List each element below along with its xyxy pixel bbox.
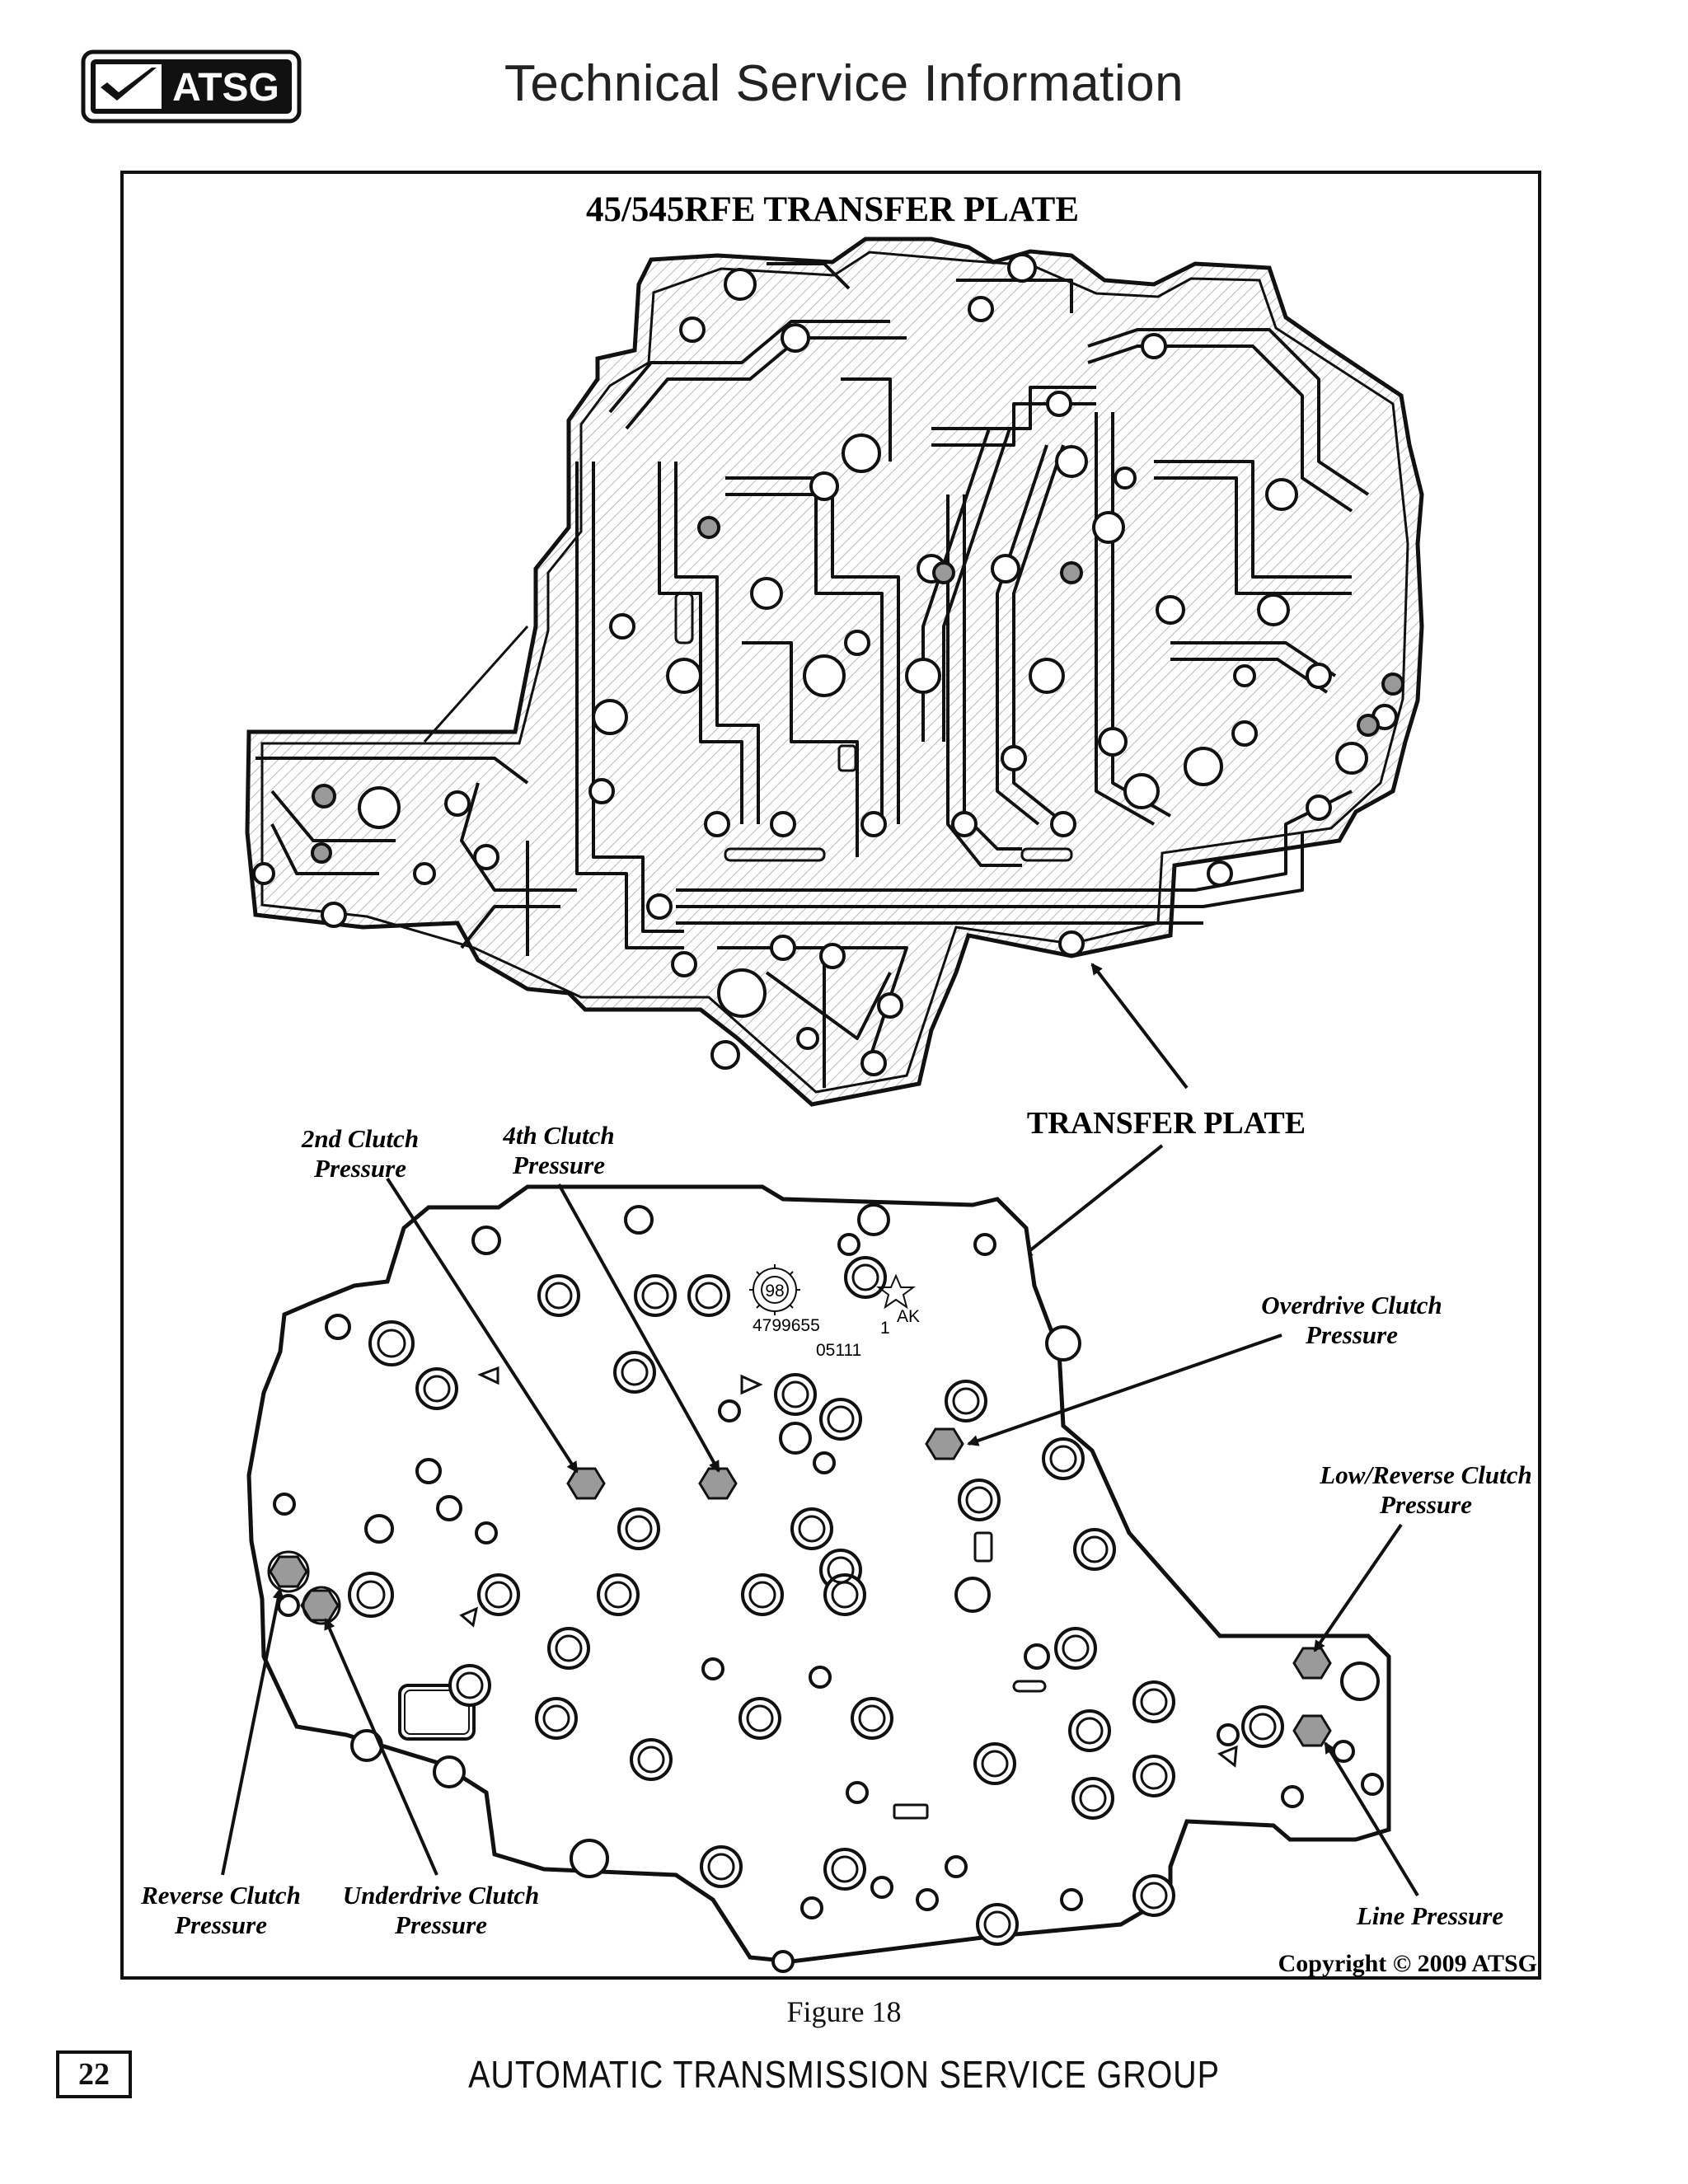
footer-text: AUTOMATIC TRANSMISSION SERVICE GROUP bbox=[468, 2053, 1220, 2096]
tap-2nd-clutch bbox=[566, 1467, 606, 1500]
date-code: 05111 bbox=[816, 1341, 861, 1360]
check-swoosh-icon bbox=[101, 68, 157, 101]
label-low-reverse-clutch-line2: Pressure bbox=[1379, 1490, 1472, 1519]
figure-frame bbox=[120, 171, 1541, 1980]
label-overdrive-clutch-line1: Overdrive Clutch bbox=[1261, 1291, 1442, 1319]
transfer-plate-arrow-top bbox=[1090, 963, 1189, 1090]
seal-number: 98 bbox=[765, 1282, 784, 1301]
pentastar-icon bbox=[876, 1273, 916, 1310]
transfer-plate-top-view bbox=[245, 237, 1424, 1107]
transfer-plate-label: TRANSFER PLATE bbox=[1027, 1106, 1306, 1141]
logo-text: ATSG bbox=[172, 66, 279, 110]
casting-stamp: 98 4799655 05111 1 AK bbox=[749, 1264, 920, 1360]
label-2nd-clutch-line2: Pressure bbox=[313, 1154, 406, 1183]
page-title: Technical Service Information bbox=[504, 55, 1184, 112]
atsg-logo: ATSG bbox=[81, 49, 302, 124]
label-underdrive-clutch-line1: Underdrive Clutch bbox=[343, 1881, 540, 1910]
label-2nd-clutch-line1: 2nd Clutch bbox=[301, 1124, 419, 1153]
figure-title: 45/545RFE TRANSFER PLATE bbox=[586, 190, 1079, 229]
transfer-plate-bottom-view: 98 4799655 05111 1 AK bbox=[246, 1184, 1391, 1973]
tap-4th-clutch bbox=[698, 1467, 738, 1500]
label-4th-clutch-line1: 4th Clutch bbox=[502, 1121, 614, 1150]
tap-line-pressure bbox=[1292, 1714, 1332, 1747]
stamp-mark-sup: AK bbox=[897, 1307, 920, 1326]
figure-caption: Figure 18 bbox=[786, 1995, 902, 2028]
tap-low-reverse-clutch bbox=[1292, 1647, 1332, 1680]
label-reverse-clutch-line2: Pressure bbox=[174, 1910, 267, 1939]
page-number: 22 bbox=[56, 2050, 132, 2098]
label-line-pressure: Line Pressure bbox=[1356, 1901, 1503, 1930]
label-low-reverse-clutch-line1: Low/Reverse Clutch bbox=[1319, 1460, 1531, 1489]
label-underdrive-clutch-line2: Pressure bbox=[394, 1910, 487, 1939]
tap-reverse-clutch bbox=[269, 1555, 308, 1588]
ports-bottom bbox=[273, 1203, 1384, 1973]
label-4th-clutch-line2: Pressure bbox=[512, 1151, 605, 1179]
tap-overdrive-clutch bbox=[925, 1427, 964, 1460]
transfer-plate-arrow-bottom bbox=[1020, 1144, 1164, 1258]
part-number: 4799655 bbox=[753, 1316, 820, 1335]
label-reverse-clutch-line1: Reverse Clutch bbox=[140, 1881, 301, 1910]
copyright: Copyright © 2009 ATSG bbox=[1278, 1950, 1537, 1977]
stamp-mark: 1 bbox=[880, 1319, 890, 1338]
label-overdrive-clutch-line2: Pressure bbox=[1305, 1320, 1398, 1349]
